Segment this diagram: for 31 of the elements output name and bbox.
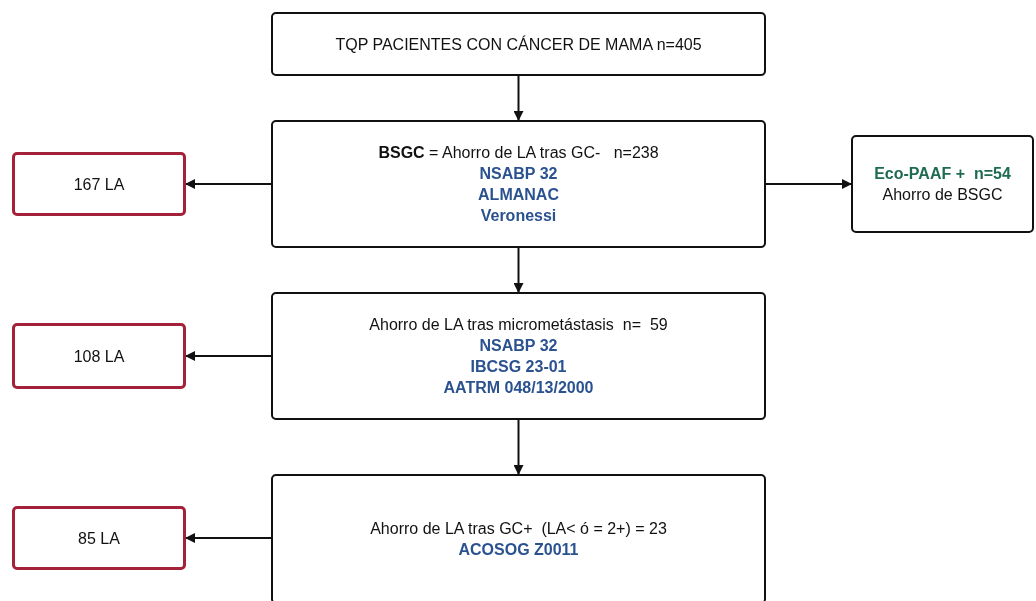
reference-text: IBCSG 23-01 bbox=[470, 357, 567, 377]
box-text: 85 LA bbox=[78, 528, 120, 549]
reference-text: Ahorro de BSGC bbox=[882, 185, 1003, 205]
process-box bbox=[271, 12, 766, 76]
process-box bbox=[271, 292, 766, 420]
process-box bbox=[271, 474, 766, 601]
box-text: Ahorro de LA tras micrometástasis n= 59 bbox=[369, 315, 668, 335]
box-text: BSGC = Ahorro de LA tras GC- n=238 bbox=[378, 143, 659, 163]
box-text: Eco-PAAF + n=54 bbox=[874, 164, 1011, 184]
arrow bbox=[765, 179, 852, 189]
arrow bbox=[185, 179, 272, 189]
arrow bbox=[513, 75, 524, 121]
reference-text: ALMANAC bbox=[478, 185, 559, 205]
side-box bbox=[851, 135, 1034, 233]
box-text: Ahorro de LA tras GC+ (LA< ó = 2+) = 23 bbox=[370, 519, 667, 539]
box-text: 108 LA bbox=[73, 346, 125, 367]
process-box bbox=[271, 120, 766, 248]
reference-text: AATRM 048/13/2000 bbox=[443, 378, 594, 398]
arrow bbox=[185, 351, 272, 361]
reference-text: Veronessi bbox=[480, 206, 557, 226]
result-box bbox=[12, 323, 186, 389]
reference-text: ACOSOG Z0011 bbox=[458, 540, 579, 560]
arrow bbox=[185, 533, 272, 543]
arrow bbox=[513, 247, 524, 293]
result-box bbox=[12, 152, 186, 216]
reference-text: NSABP 32 bbox=[479, 336, 558, 356]
reference-text: NSABP 32 bbox=[479, 164, 558, 184]
box-text: 167 LA bbox=[73, 174, 125, 195]
result-box bbox=[12, 506, 186, 570]
arrow bbox=[513, 419, 524, 475]
box-text: TQP PACIENTES CON CÁNCER DE MAMA n=405 bbox=[335, 34, 702, 55]
